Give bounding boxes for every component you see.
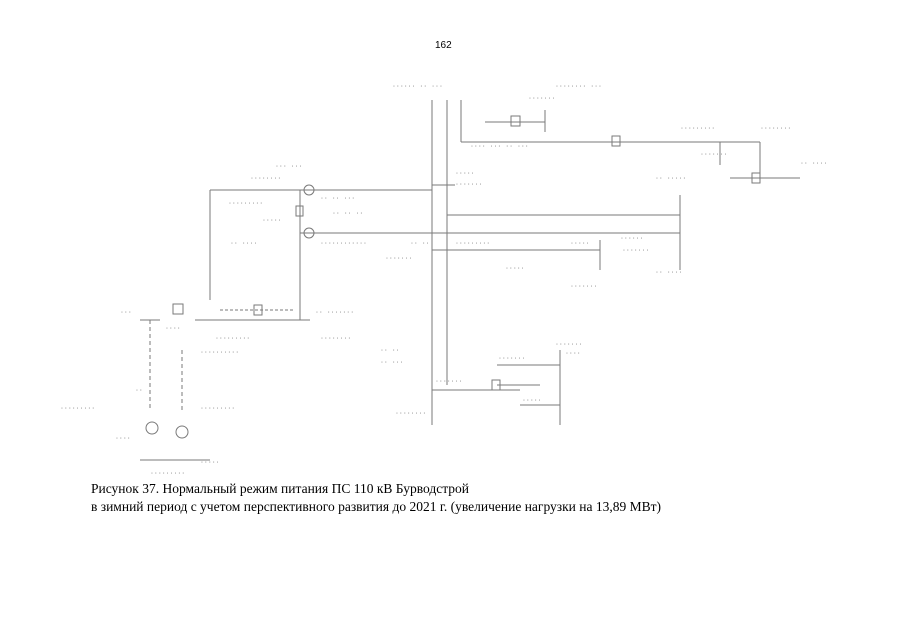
svg-text:·····: ····· <box>455 169 475 177</box>
breaker-top-right <box>611 135 621 147</box>
breaker-left-substation <box>253 304 263 316</box>
svg-text:·····: ····· <box>200 458 220 466</box>
svg-text:············: ············ <box>320 239 367 247</box>
svg-text:········: ········ <box>760 124 791 132</box>
power-supply-schematic: ······ ·· ··· ········ ··· ······· ·····… <box>60 82 827 475</box>
svg-text:········: ········ <box>250 174 281 182</box>
left-substation-box <box>172 303 184 315</box>
svg-text:·········: ········· <box>215 334 250 342</box>
figure-caption: Рисунок 37. Нормальный режим питания ПС … <box>91 480 661 516</box>
diagram-annotations: ······ ·· ··· ········ ··· ······· ·····… <box>60 82 827 475</box>
svg-text:·······: ······· <box>700 150 727 158</box>
breaker-lower <box>491 379 501 391</box>
svg-text:·······: ······· <box>385 254 412 262</box>
svg-text:·· ····: ·· ···· <box>230 239 257 247</box>
svg-text:·········: ········· <box>228 199 263 207</box>
svg-text:·· ··: ·· ·· <box>380 346 400 354</box>
svg-text:·····: ····· <box>522 396 542 404</box>
svg-text:···: ··· <box>120 308 132 316</box>
svg-text:·· ·······: ·· ······· <box>315 308 354 316</box>
svg-text:·······: ······· <box>528 94 555 102</box>
svg-text:·······: ······· <box>455 180 482 188</box>
svg-text:·····: ····· <box>262 216 282 224</box>
svg-text:·· ··: ·· ·· <box>410 239 430 247</box>
svg-text:·· ·· ···: ·· ·· ··· <box>320 194 355 202</box>
svg-text:·····: ····· <box>505 264 525 272</box>
svg-text:··· ···: ··· ··· <box>275 162 302 170</box>
svg-text:········: ········ <box>320 334 351 342</box>
svg-text:·······: ······· <box>570 282 597 290</box>
svg-text:········ ···: ········ ··· <box>555 82 602 90</box>
svg-text:····: ···· <box>165 324 181 332</box>
svg-text:······ ·· ···: ······ ·· ··· <box>392 82 443 90</box>
svg-text:······: ······ <box>620 234 643 242</box>
svg-text:·······: ······· <box>435 377 462 385</box>
svg-text:···· ··· ·· ···: ···· ··· ·· ··· <box>470 142 529 150</box>
caption-line-2: в зимний период с учетом перспективного … <box>91 499 661 514</box>
svg-text:·········: ········· <box>150 469 185 475</box>
svg-text:········: ········ <box>395 409 426 417</box>
svg-text:·········: ········· <box>200 404 235 412</box>
breaker-upper <box>510 115 521 127</box>
svg-text:·· ·· ··: ·· ·· ·· <box>332 209 363 217</box>
transformer-2 <box>175 425 189 439</box>
breaker-right <box>751 172 761 184</box>
svg-text:·······: ······· <box>622 246 649 254</box>
svg-text:·····: ····· <box>570 239 590 247</box>
transformer-1 <box>145 421 159 435</box>
svg-text:·· ·····: ·· ····· <box>655 174 686 182</box>
switch-node-1 <box>303 184 315 196</box>
svg-text:·· ····: ·· ···· <box>800 159 827 167</box>
svg-text:·········: ········· <box>680 124 715 132</box>
svg-text:·········: ········· <box>60 404 95 412</box>
svg-text:····: ···· <box>115 434 131 442</box>
svg-text:····: ···· <box>565 349 581 357</box>
svg-text:·······: ······· <box>555 340 582 348</box>
svg-text:·· ···: ·· ··· <box>380 358 403 366</box>
caption-line-1: Рисунок 37. Нормальный режим питания ПС … <box>91 481 469 496</box>
svg-text:·······: ······· <box>498 354 525 362</box>
svg-text:··: ·· <box>135 386 143 394</box>
svg-text:··········: ·········· <box>200 348 239 356</box>
breaker-left <box>295 205 304 217</box>
svg-text:·· ····: ·· ···· <box>655 268 682 276</box>
page-number: 162 <box>435 40 452 51</box>
switch-node-2 <box>303 227 315 239</box>
svg-text:·········: ········· <box>455 239 490 247</box>
